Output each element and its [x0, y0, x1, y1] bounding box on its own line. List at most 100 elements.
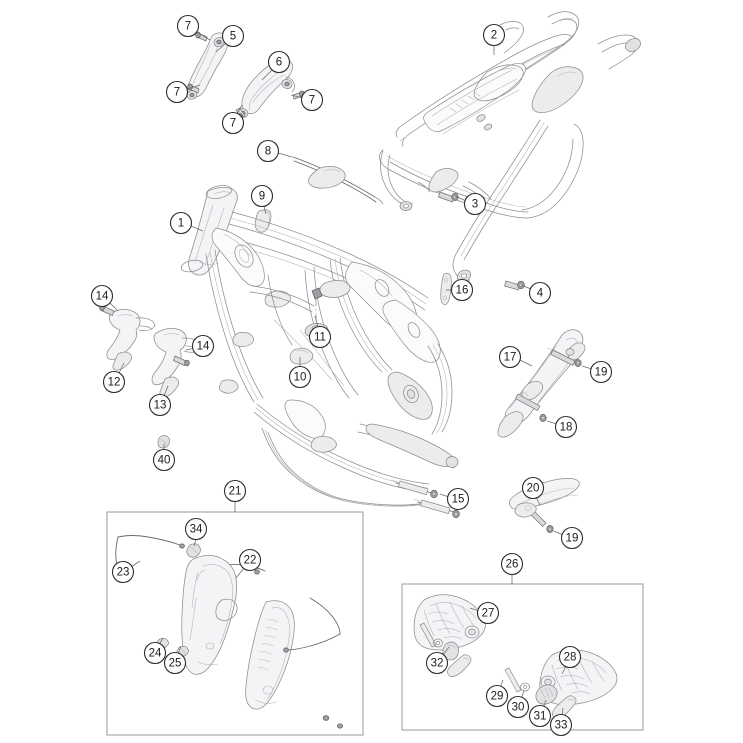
callout-circle-21[interactable]	[223, 479, 247, 503]
callout-14[interactable]: 14	[90, 284, 119, 312]
callout-13[interactable]: 13	[148, 385, 172, 417]
callout-7[interactable]: 7	[221, 104, 245, 135]
callout-circle-7[interactable]	[221, 111, 245, 135]
callout-24[interactable]: 24	[143, 637, 167, 665]
callout-label-24: 24	[149, 648, 162, 660]
callout-circle-19[interactable]	[589, 360, 613, 384]
callout-circle-12[interactable]	[102, 370, 126, 394]
callout-40[interactable]: 40	[152, 444, 176, 472]
callout-circle-5[interactable]	[221, 24, 245, 48]
callout-circle-16[interactable]	[450, 278, 474, 302]
callout-32[interactable]: 32	[425, 646, 450, 675]
callout-circle-14[interactable]	[191, 334, 215, 358]
callout-leader-6	[261, 69, 273, 81]
callout-circle-10[interactable]	[288, 365, 312, 389]
callout-circle-2[interactable]	[482, 23, 506, 47]
callout-circle-40[interactable]	[152, 448, 176, 472]
callout-circle-26[interactable]	[500, 552, 524, 576]
frame-guard-left-panel	[181, 555, 238, 675]
callout-22[interactable]: 22	[235, 548, 262, 579]
callout-6[interactable]: 6	[261, 50, 291, 81]
part-13-bracket-right	[151, 328, 203, 398]
callout-circle-9[interactable]	[250, 184, 274, 208]
callout-9[interactable]: 9	[250, 184, 274, 215]
callout-circle-3[interactable]	[463, 192, 487, 216]
callout-circle-6[interactable]	[267, 50, 291, 74]
callout-26[interactable]: 26	[500, 552, 524, 585]
callout-34[interactable]: 34	[184, 517, 208, 547]
callout-circle-28[interactable]	[558, 645, 582, 669]
callout-28[interactable]: 28	[558, 645, 582, 675]
callout-circle-23[interactable]	[111, 560, 135, 584]
callout-leader-8	[277, 152, 293, 158]
callout-circle-7[interactable]	[176, 14, 200, 38]
callout-circle-31[interactable]	[528, 704, 552, 728]
callout-label-28: 28	[564, 652, 577, 664]
callout-label-4: 4	[537, 288, 544, 300]
part-30-footrest-washer	[520, 682, 530, 692]
callout-circle-19[interactable]	[560, 526, 584, 550]
callout-leader-7	[290, 94, 304, 99]
callout-31[interactable]: 31	[528, 699, 552, 728]
callout-4[interactable]: 4	[520, 281, 552, 305]
part-27-footrest-left	[413, 594, 486, 651]
callout-circle-8[interactable]	[256, 139, 280, 163]
callout-14[interactable]: 14	[185, 334, 215, 358]
callout-circle-29[interactable]	[485, 684, 509, 708]
callout-19[interactable]: 19	[581, 360, 613, 384]
callout-circle-17[interactable]	[498, 345, 522, 369]
callout-20[interactable]: 20	[521, 476, 545, 506]
callout-10[interactable]: 10	[288, 357, 312, 389]
frame-guard-right-panel	[245, 600, 295, 710]
callout-circle-18[interactable]	[554, 415, 578, 439]
callout-16[interactable]: 16	[446, 278, 474, 302]
callout-25[interactable]: 25	[163, 645, 187, 675]
callout-circle-1[interactable]	[169, 211, 193, 235]
callout-27[interactable]: 27	[469, 601, 500, 625]
callout-circle-20[interactable]	[521, 476, 545, 500]
callout-circle-25[interactable]	[163, 651, 187, 675]
callout-8[interactable]: 8	[256, 139, 293, 163]
callout-circle-4[interactable]	[528, 281, 552, 305]
callout-circle-11[interactable]	[308, 325, 332, 349]
callout-circle-33[interactable]	[549, 713, 573, 737]
callout-21[interactable]: 21	[223, 479, 247, 513]
callout-18[interactable]: 18	[546, 415, 578, 439]
callout-circle-14[interactable]	[90, 284, 114, 308]
callout-label-19: 19	[595, 367, 608, 379]
callout-29[interactable]: 29	[485, 679, 509, 708]
callout-circle-32[interactable]	[425, 651, 449, 675]
callout-circle-15[interactable]	[446, 487, 470, 511]
callout-19[interactable]: 19	[553, 526, 584, 550]
callout-30[interactable]: 30	[506, 690, 530, 719]
callout-leader-22	[235, 567, 245, 579]
callout-5[interactable]: 5	[215, 24, 245, 53]
callout-7[interactable]: 7	[176, 14, 211, 41]
callout-7[interactable]: 7	[290, 88, 324, 112]
callout-23[interactable]: 23	[111, 560, 141, 584]
callout-circle-22[interactable]	[238, 548, 262, 572]
callout-circle-34[interactable]	[184, 517, 208, 541]
callout-label-26: 26	[506, 559, 519, 571]
callout-label-7: 7	[230, 118, 236, 130]
callout-3[interactable]: 3	[454, 192, 487, 216]
callout-11[interactable]: 11	[308, 315, 332, 349]
callout-circle-24[interactable]	[143, 641, 167, 665]
callout-circle-27[interactable]	[476, 601, 500, 625]
callout-label-22: 22	[244, 555, 257, 567]
callout-label-8: 8	[265, 146, 271, 158]
callout-circle-7[interactable]	[165, 80, 189, 104]
callout-circle-30[interactable]	[506, 695, 530, 719]
callout-label-6: 6	[276, 57, 282, 69]
callout-12[interactable]: 12	[102, 362, 126, 394]
callout-circle-7[interactable]	[300, 88, 324, 112]
callout-2[interactable]: 2	[482, 23, 506, 56]
part-3-subframe-bolt-upper	[438, 191, 459, 203]
callout-33[interactable]: 33	[549, 707, 573, 737]
callout-circle-13[interactable]	[148, 393, 172, 417]
callout-15[interactable]: 15	[439, 487, 470, 511]
callout-label-14: 14	[197, 341, 210, 353]
callout-7[interactable]: 7	[165, 80, 201, 104]
callout-1[interactable]: 1	[169, 211, 204, 235]
callout-17[interactable]: 17	[498, 345, 533, 369]
